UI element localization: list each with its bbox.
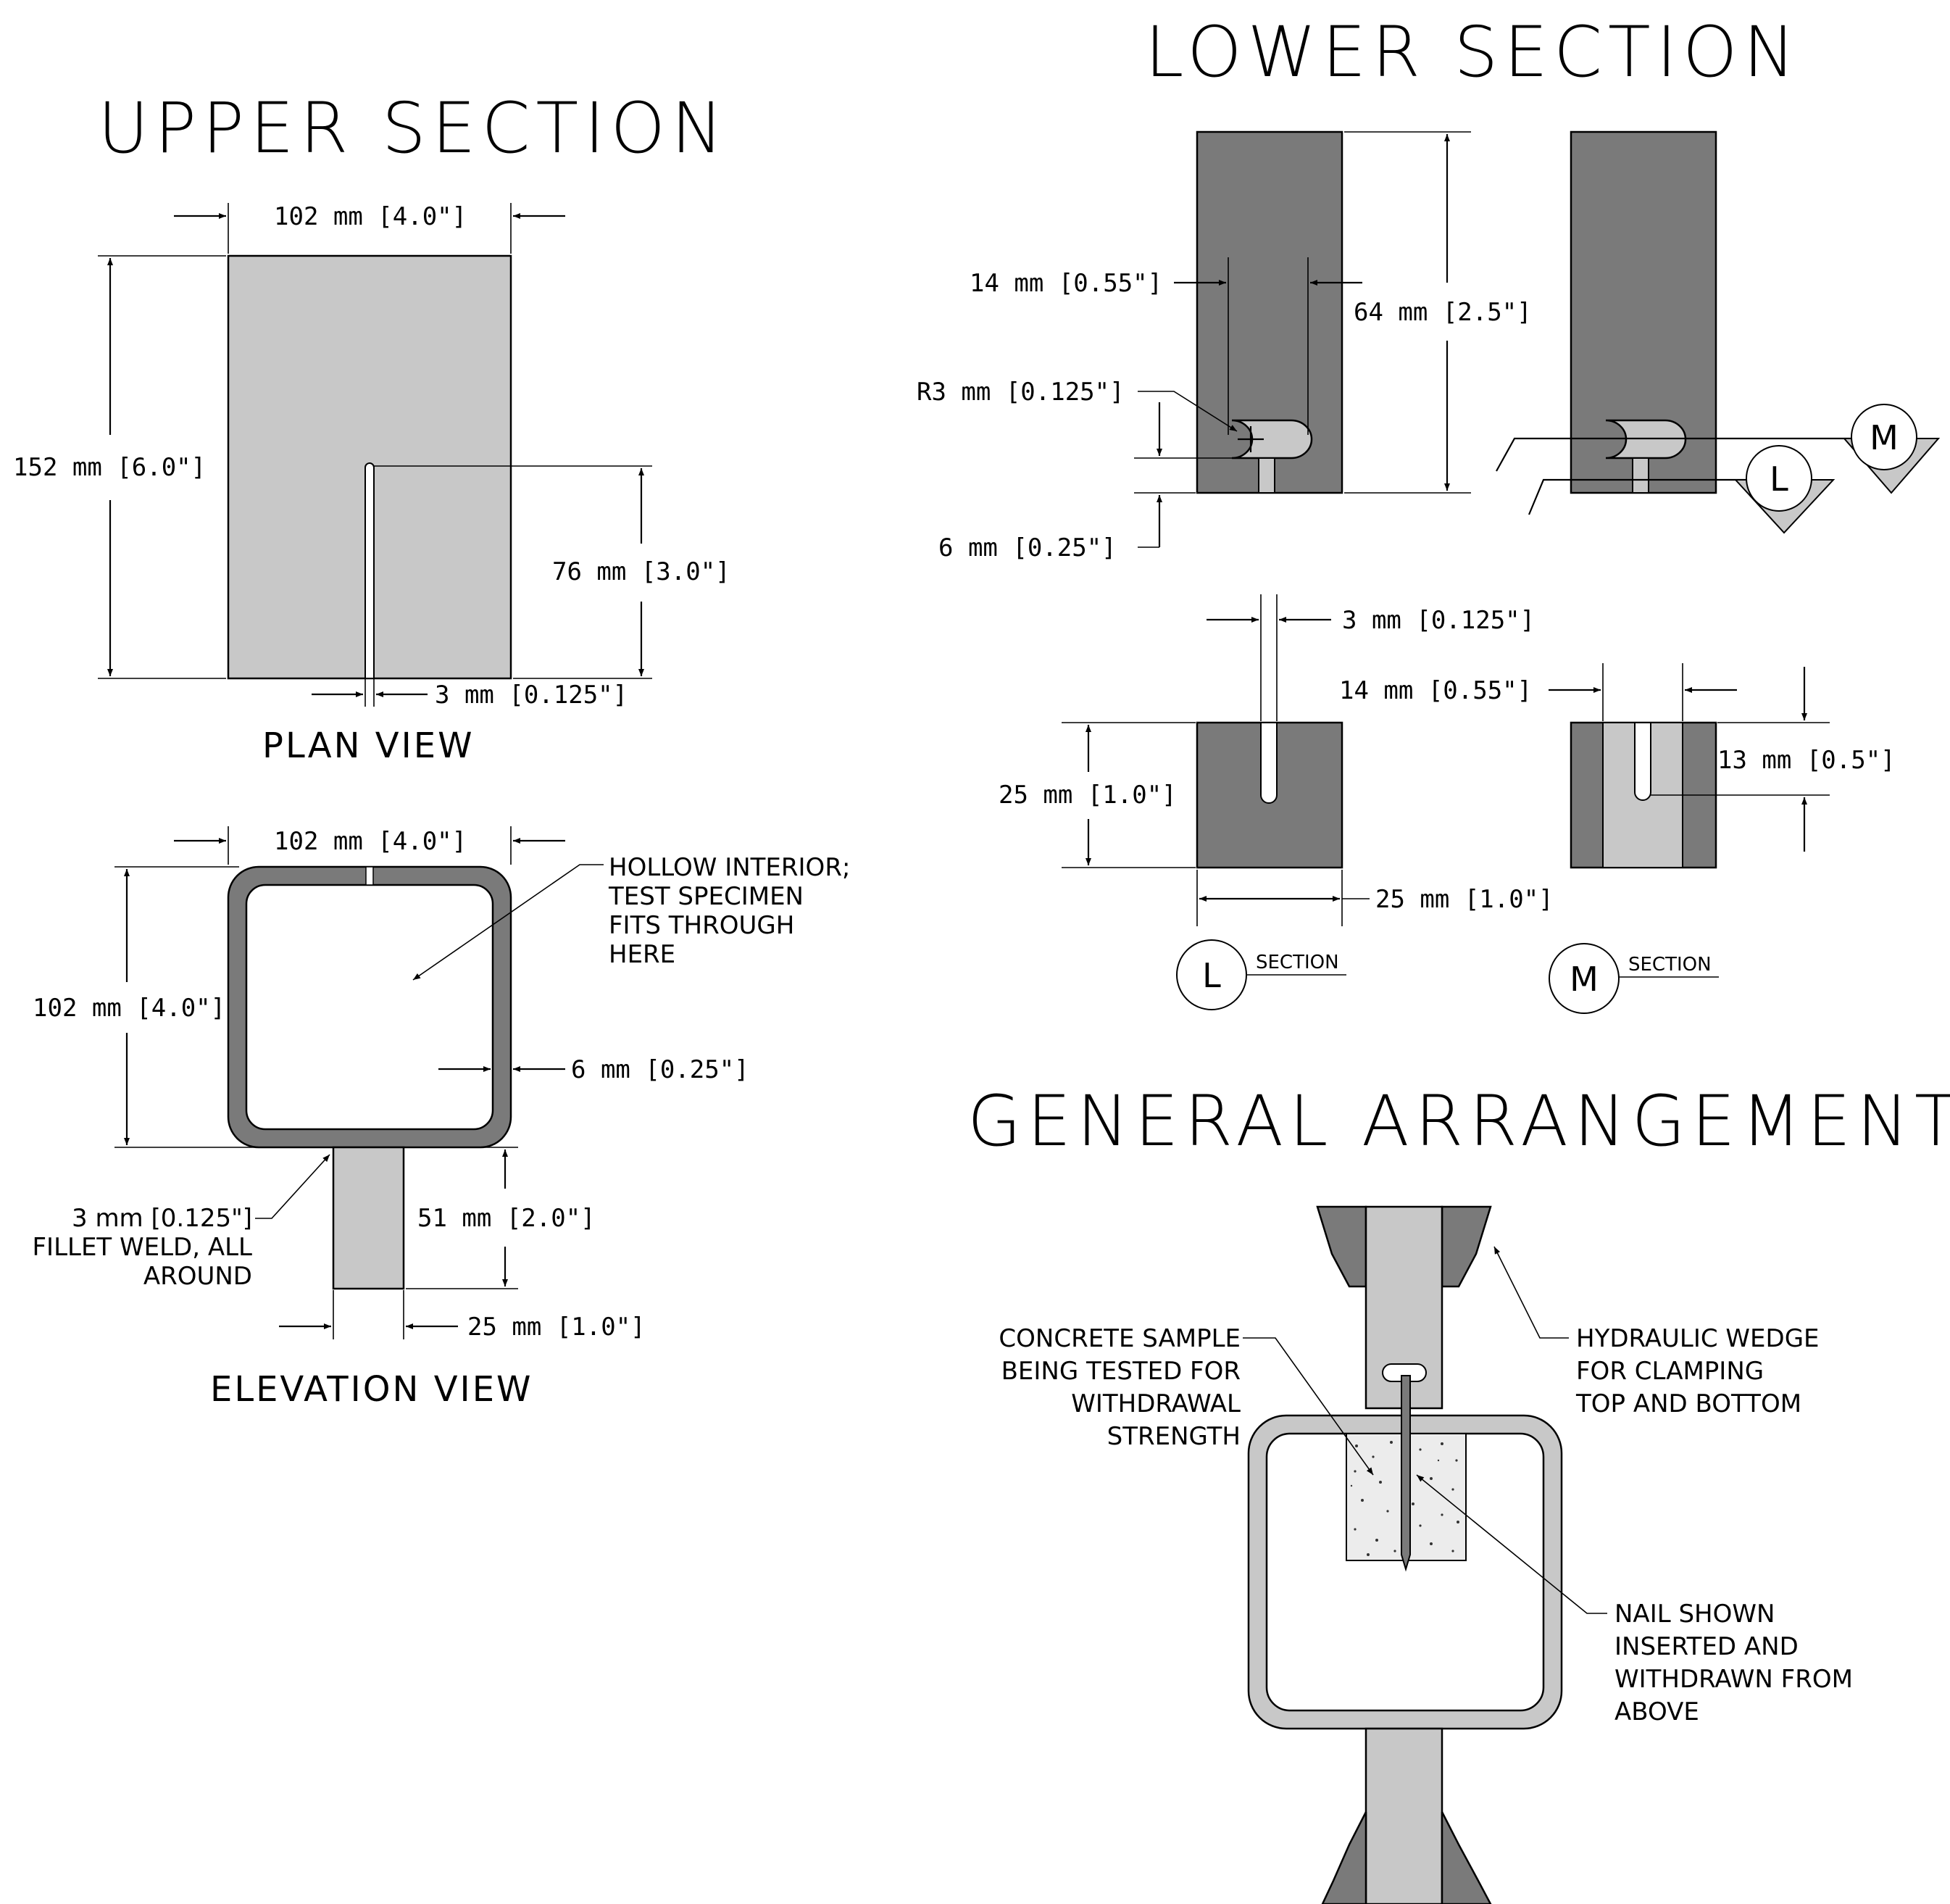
slot-depth-dim: 76 mm [3.0"] [552,557,730,586]
section-m-slot-dim: 14 mm [0.55"] [1339,676,1532,705]
elevation-view: 102 mm [4.0"] 102 mm [4.0"] 6 mm [0.25"]… [32,826,850,1410]
wall-thickness-dim: 6 mm [0.25"] [571,1055,749,1084]
lower-nail-slot-right [1632,457,1649,494]
lower-slot-width-dim: 14 mm [0.55"] [970,269,1162,298]
plan-slot [364,462,375,679]
top-wedge-left [1316,1205,1367,1288]
hollow-note-line-2: TEST SPECIMEN [608,882,804,911]
lower-section-title: LOWER SECTION [1145,12,1801,93]
wedge-note-line-1: HYDRAULIC WEDGE [1576,1324,1820,1353]
plan-width-dim: 102 mm [4.0"] [274,202,467,231]
elev-height-dim: 102 mm [4.0"] [33,994,225,1023]
section-l-height-dim: 25 mm [1.0"] [999,781,1177,810]
lower-slot-oval-left [1231,419,1313,460]
nail-note-line-1: NAIL SHOWN [1614,1600,1775,1629]
hollow-note-line-1: HOLLOW INTERIOR; [609,853,850,882]
elev-width-dim: 102 mm [4.0"] [274,827,467,856]
plan-height-dim: 152 mm [6.0"] [13,453,206,482]
bottom-bar [1364,1727,1443,1904]
section-tag-m-word: SECTION [1628,954,1712,976]
tube-top-slot [365,866,374,886]
section-l-slot [1260,722,1278,804]
bottom-wedge-right [1441,1811,1492,1904]
concrete-note-line-2: BEING TESTED FOR [1001,1357,1241,1386]
elevation-view-label: ELEVATION VIEW [210,1369,533,1410]
cut-marker-m-letter: M [1870,418,1899,457]
section-tag-l-letter: L [1202,956,1221,995]
lower-height-dim: 64 mm [2.5"] [1354,298,1532,327]
weld-note-line-1: 3 mm [0.125"] [72,1204,252,1233]
general-arrangement-title: GENERAL ARRANGEMENT [967,1081,1950,1162]
nail-note-line-2: INSERTED AND [1614,1632,1799,1661]
cut-marker-m [1851,404,1917,470]
bottom-gap-dim: 6 mm [0.25"] [938,533,1117,562]
concrete-note-line-4: STRENGTH [1107,1422,1241,1451]
hollow-note-line-4: HERE [609,940,675,969]
section-m-depth-dim: 13 mm [0.5"] [1717,746,1896,775]
lower-nail-slot-left [1258,457,1275,494]
section-m-slot [1634,722,1651,801]
weld-note-line-3: AROUND [143,1262,252,1291]
section-m: 14 mm [0.55"] 13 mm [0.5"] M SECTION [1339,663,1896,1014]
stem-width-dim: 25 mm [1.0"] [467,1313,646,1342]
section-l-width-dim: 25 mm [1.0"] [1375,885,1554,914]
stem-height-dim: 51 mm [2.0"] [417,1204,596,1233]
top-wedge-right [1441,1205,1492,1288]
plan-view: 102 mm [4.0"] 152 mm [6.0"] 76 mm [3.0"]… [13,202,730,766]
section-l: 3 mm [0.125"] 25 mm [1.0"] 25 mm [1.0"] … [999,594,1554,1010]
section-tag-m-letter: M [1570,960,1599,999]
weld-note-line-2: FILLET WELD, ALL [32,1233,252,1262]
concrete-note-line-1: CONCRETE SAMPLE [999,1324,1241,1353]
radius-dim: R3 mm [0.125"] [917,378,1125,407]
general-arrangement: CONCRETE SAMPLE BEING TESTED FOR WITHDRA… [999,1205,1853,1904]
nail-note-line-3: WITHDRAWN FROM [1614,1665,1853,1694]
wedge-note-line-3: TOP AND BOTTOM [1575,1389,1801,1418]
slot-width-dim: 3 mm [0.125"] [435,681,628,710]
hollow-note-line-3: FITS THROUGH [609,911,794,940]
lower-left-elevation: 14 mm [0.55"] 64 mm [2.5"] R3 mm [0.125"… [917,130,1532,562]
wedge-note-line-2: FOR CLAMPING [1576,1357,1764,1386]
concrete-speckle [1350,1441,1459,1556]
cut-marker-l-letter: L [1770,460,1788,499]
concrete-note-line-3: WITHDRAWAL [1071,1389,1241,1418]
lower-right-elevation: M L [1496,130,1941,534]
tube-stem [332,1146,405,1290]
tube-inner [245,884,494,1131]
nail [1401,1375,1411,1572]
nail-note-line-4: ABOVE [1614,1697,1699,1726]
upper-section-title: UPPER SECTION [98,88,729,169]
cut-marker-l [1746,445,1812,512]
bottom-wedge-left [1321,1811,1367,1904]
section-tag-m [1549,943,1620,1014]
plan-view-label: PLAN VIEW [262,726,475,766]
section-tag-l-word: SECTION [1256,952,1339,973]
nail-slot-dim: 3 mm [0.125"] [1342,606,1535,635]
